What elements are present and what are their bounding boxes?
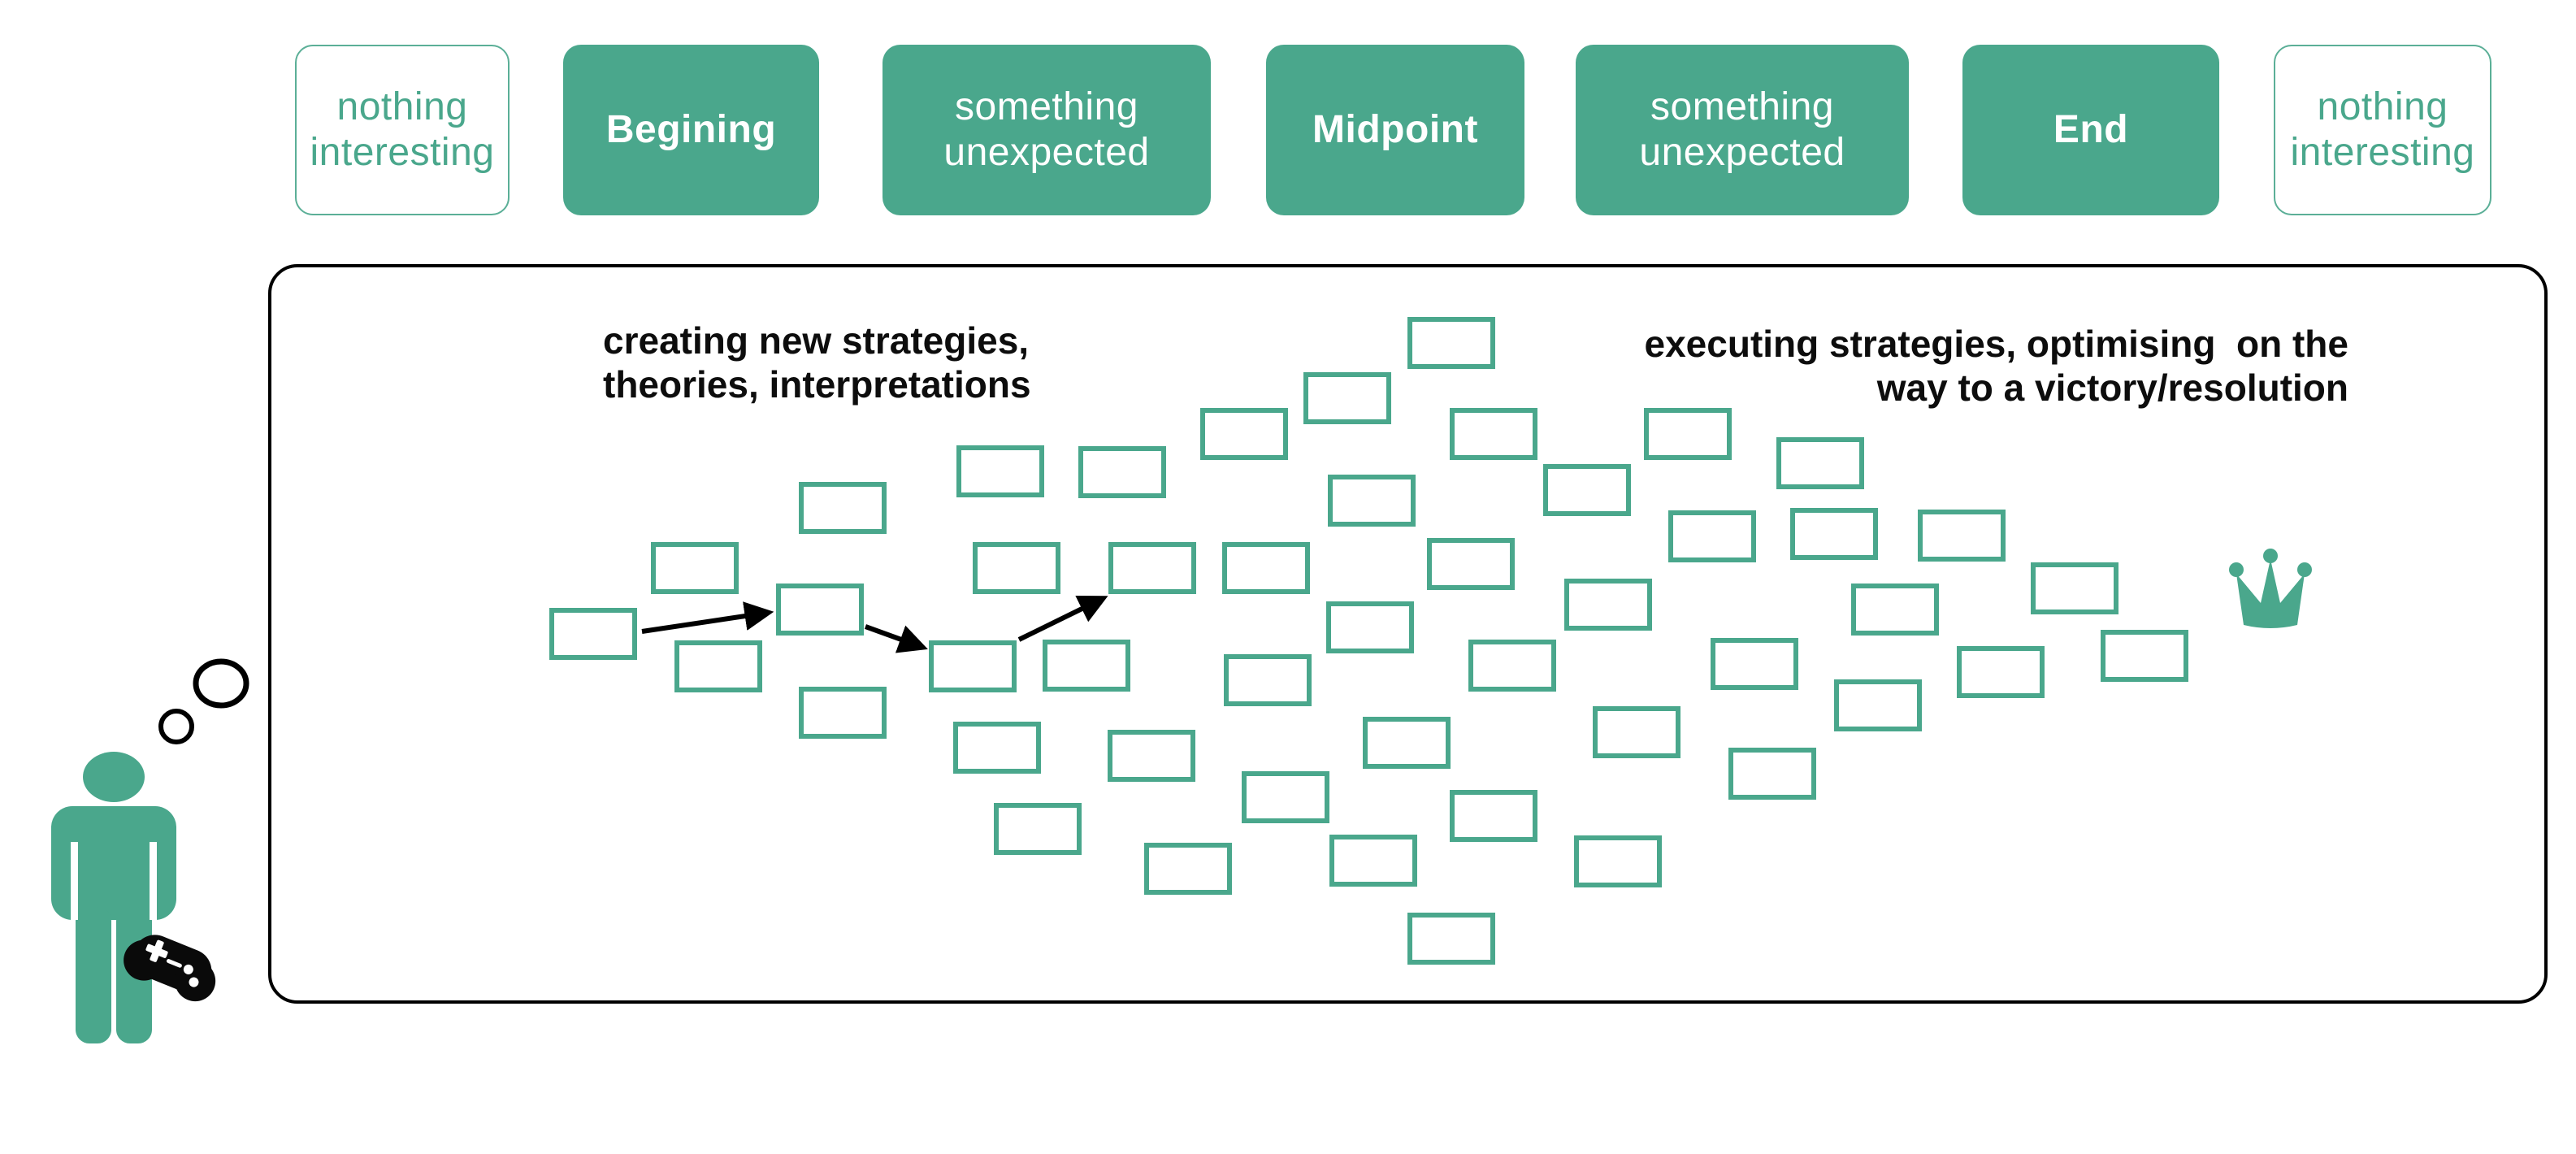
strategy-box [1144, 843, 1232, 895]
strategy-box [1407, 317, 1495, 369]
strategy-box [1918, 510, 2006, 562]
annotation-executing-strategies: executing strategies, optimising on the … [1644, 323, 2348, 409]
strategy-box [1078, 446, 1166, 498]
strategy-box [1564, 579, 1652, 631]
strategy-box [953, 722, 1041, 774]
player-figure-icon [51, 752, 176, 1043]
strategy-box [651, 542, 739, 594]
strategy-box [2031, 562, 2118, 614]
timeline-label: End [2053, 108, 2129, 151]
strategy-box [1328, 475, 1416, 527]
thought-bubble-large [193, 658, 249, 709]
strategy-box [549, 608, 637, 660]
strategy-box [776, 584, 864, 636]
timeline-label: something unexpected [943, 85, 1150, 174]
strategy-box [1728, 748, 1816, 800]
strategy-box [994, 803, 1082, 855]
strategy-box [1790, 508, 1878, 560]
strategy-box [674, 640, 762, 692]
strategy-box [1834, 679, 1922, 731]
thought-bubble-small [158, 709, 194, 744]
strategy-box [1326, 601, 1414, 653]
strategy-box [929, 640, 1017, 692]
timeline-box-nothing-interesting-right: nothing interesting [2274, 45, 2491, 215]
timeline-label: nothing interesting [310, 85, 495, 174]
strategy-box [956, 445, 1044, 497]
strategy-box [1303, 372, 1391, 424]
strategy-box [1200, 408, 1288, 460]
strategy-box [1427, 538, 1515, 590]
strategy-box [799, 482, 887, 534]
strategy-box [1363, 717, 1451, 769]
strategy-box [1644, 408, 1732, 460]
strategy-box [1468, 640, 1556, 692]
timeline-box-something-unexpected-1: something unexpected [883, 45, 1211, 215]
strategy-box [1108, 730, 1195, 782]
timeline-box-midpoint: Midpoint [1266, 45, 1524, 215]
strategy-box [1224, 654, 1312, 706]
strategy-box [799, 687, 887, 739]
timeline-label: nothing interesting [2290, 85, 2475, 174]
timeline-label: something unexpected [1639, 85, 1845, 174]
strategy-box [1851, 584, 1939, 636]
strategy-box [2101, 630, 2188, 682]
strategy-box [1407, 913, 1495, 965]
timeline-box-nothing-interesting-left: nothing interesting [295, 45, 510, 215]
strategy-box [1957, 646, 2045, 698]
strategy-box [1450, 408, 1537, 460]
gamepad-icon [124, 935, 216, 1002]
strategy-box [1711, 638, 1798, 690]
timeline-label: Midpoint [1312, 108, 1478, 151]
strategy-box [1043, 640, 1130, 692]
strategy-box [1543, 464, 1631, 516]
strategy-box [1668, 510, 1756, 562]
timeline-box-something-unexpected-2: something unexpected [1576, 45, 1909, 215]
timeline-label: Begining [605, 108, 777, 151]
thought-bubbles [158, 658, 249, 744]
annotation-creating-strategies: creating new strategies, theories, inter… [603, 319, 1031, 406]
timeline-box-beginning: Begining [563, 45, 819, 215]
strategy-box [1329, 835, 1417, 887]
strategy-box [1574, 835, 1662, 887]
strategy-box [1108, 542, 1196, 594]
strategy-box [1593, 706, 1680, 758]
timeline-box-end: End [1962, 45, 2219, 215]
strategy-box [1776, 437, 1864, 489]
strategy-box [973, 542, 1060, 594]
strategy-box [1242, 771, 1329, 823]
strategy-box [1450, 790, 1537, 842]
strategy-box [1222, 542, 1310, 594]
